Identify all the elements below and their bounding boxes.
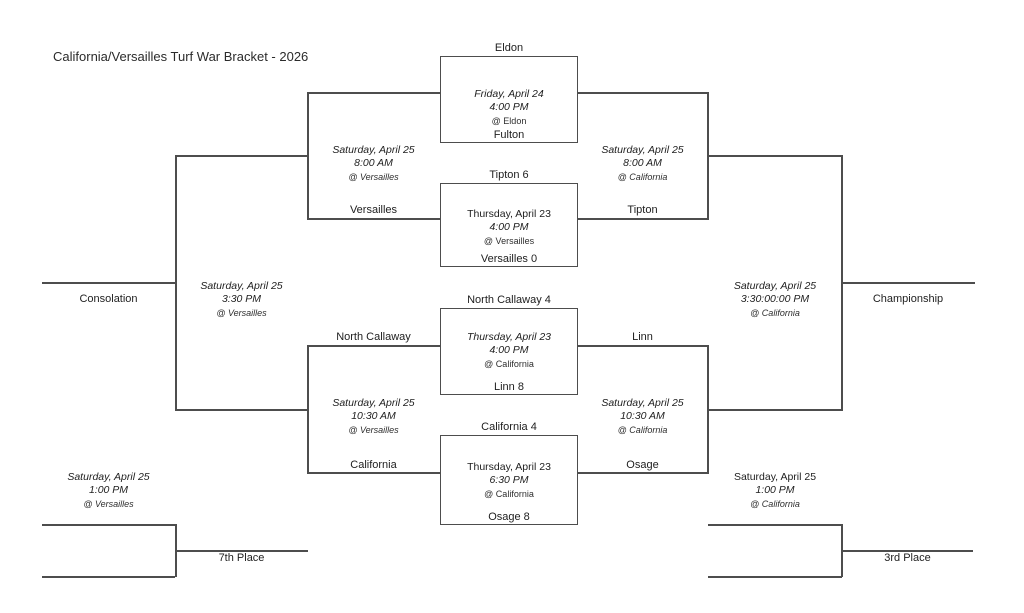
third-top-line <box>708 524 842 526</box>
left-lower-square-top <box>307 345 440 347</box>
game4-venue: @ California <box>484 489 534 499</box>
advancer-label-osage: Osage <box>626 459 659 471</box>
game-box-california-osage <box>440 435 578 525</box>
championship-final-time: 3:30:00:00 PM <box>740 293 810 305</box>
game2-date: Thursday, April 23 <box>467 208 551 220</box>
winners-semi-lower-venue: @ California <box>617 425 668 435</box>
team-label-linn-8: Linn 8 <box>494 381 524 393</box>
advancer-label-tipton: Tipton <box>627 204 658 216</box>
seventh-place-date: Saturday, April 25 <box>67 471 150 483</box>
winners-semi-lower-info: Saturday, April 25 10:30 AM @ California <box>576 397 709 436</box>
consolation-semi-upper-date: Saturday, April 25 <box>332 144 415 156</box>
consolation-final-venue: @ Versailles <box>216 308 267 318</box>
game-box-tipton-versailles <box>440 183 578 267</box>
consolation-semi-lower-venue: @ Versailles <box>348 425 399 435</box>
winners-semi-lower-time: 10:30 AM <box>620 410 665 422</box>
championship-label: Championship <box>872 293 944 305</box>
advancer-label-versailles: Versailles <box>349 204 398 216</box>
winners-semi-upper-time: 8:00 AM <box>623 157 662 169</box>
right-upper-square-top <box>576 92 709 94</box>
seventh-place-time: 1:00 PM <box>88 484 129 496</box>
third-output-line <box>841 550 973 552</box>
consolation-semi-lower-date: Saturday, April 25 <box>332 397 415 409</box>
game1-date: Friday, April 24 <box>474 88 544 100</box>
game4-time: 6:30 PM <box>489 474 529 486</box>
game1-time: 4:00 PM <box>489 101 529 113</box>
team-label-california-4: California 4 <box>481 421 537 433</box>
left-lower-square-side <box>307 345 309 473</box>
game3-date: Thursday, April 23 <box>466 331 552 343</box>
left-lower-square-bottom <box>307 472 440 474</box>
third-place-venue: @ California <box>750 499 800 509</box>
consolation-semi-upper-time: 8:00 AM <box>354 157 393 169</box>
team-label-tipton-6: Tipton 6 <box>489 169 529 181</box>
consolation-label: Consolation <box>79 293 138 305</box>
game1-venue: @ Eldon <box>491 116 527 126</box>
left-outer-vertical <box>175 155 177 411</box>
team-label-eldon: Eldon <box>494 42 524 54</box>
seventh-place-info: Saturday, April 25 1:00 PM @ Versailles <box>42 471 175 510</box>
right-upper-output-line <box>707 155 842 157</box>
consolation-final-info: Saturday, April 25 3:30 PM @ Versailles <box>175 280 308 319</box>
championship-final-venue: @ California <box>750 308 800 318</box>
game-box-northcallaway-linn <box>440 308 578 395</box>
third-place-info: Saturday, April 25 1:00 PM @ California <box>708 471 842 510</box>
game-box-eldon-fulton <box>440 56 578 143</box>
team-label-osage-8: Osage 8 <box>488 511 530 523</box>
right-upper-square-bottom <box>576 218 709 220</box>
advancer-label-california: California <box>350 459 397 471</box>
seventh-place-label: 7th Place <box>218 552 265 564</box>
game3-venue: @ California <box>484 359 534 369</box>
page-title: California/Versailles Turf War Bracket -… <box>53 49 309 64</box>
game2-info: Thursday, April 23 4:00 PM @ Versailles <box>440 208 578 247</box>
championship-final-info: Saturday, April 25 3:30:00:00 PM @ Calif… <box>708 280 842 319</box>
left-lower-output-line <box>175 409 307 411</box>
winners-semi-upper-info: Saturday, April 25 8:00 AM @ California <box>576 144 709 183</box>
left-upper-square-top <box>307 92 440 94</box>
team-label-north-callaway-4: North Callaway 4 <box>467 294 551 306</box>
third-place-label: 3rd Place <box>884 552 931 564</box>
right-lower-output-line <box>707 409 842 411</box>
championship-final-line <box>841 282 975 284</box>
seventh-bottom-line <box>42 576 175 578</box>
third-place-time: 1:00 PM <box>755 484 795 496</box>
seventh-top-line <box>42 524 175 526</box>
consolation-semi-lower-info: Saturday, April 25 10:30 AM @ Versailles <box>307 397 440 436</box>
team-label-fulton: Fulton <box>493 129 525 141</box>
consolation-final-date: Saturday, April 25 <box>200 280 283 292</box>
game1-info: Friday, April 24 4:00 PM @ Eldon <box>440 88 578 127</box>
advancer-label-linn: Linn <box>632 331 653 343</box>
third-bottom-line <box>708 576 842 578</box>
right-lower-square-top <box>576 345 709 347</box>
consolation-semi-upper-venue: @ Versailles <box>348 172 399 182</box>
game2-venue: @ Versailles <box>483 236 535 246</box>
team-label-versailles-0: Versailles 0 <box>480 253 538 265</box>
third-place-date: Saturday, April 25 <box>733 471 817 483</box>
consolation-final-line <box>42 282 175 284</box>
advancer-label-north-callaway: North Callaway <box>336 331 411 343</box>
game3-info: Thursday, April 23 4:00 PM @ California <box>440 331 578 370</box>
consolation-semi-lower-time: 10:30 AM <box>351 410 396 422</box>
game4-date: Thursday, April 23 <box>467 461 551 473</box>
championship-final-date: Saturday, April 25 <box>733 280 817 292</box>
game3-time: 4:00 PM <box>489 344 529 356</box>
consolation-semi-upper-info: Saturday, April 25 8:00 AM @ Versailles <box>307 144 440 183</box>
winners-semi-upper-date: Saturday, April 25 <box>601 144 684 156</box>
right-lower-square-bottom <box>576 472 709 474</box>
left-upper-square-side <box>307 92 309 219</box>
seventh-output-line <box>175 550 308 552</box>
consolation-final-time: 3:30 PM <box>221 293 262 305</box>
game4-info: Thursday, April 23 6:30 PM @ California <box>440 461 578 500</box>
left-upper-output-line <box>175 155 307 157</box>
game2-time: 4:00 PM <box>489 221 529 233</box>
winners-semi-upper-venue: @ California <box>617 172 668 182</box>
seventh-place-venue: @ Versailles <box>83 499 134 509</box>
winners-semi-lower-date: Saturday, April 25 <box>601 397 684 409</box>
left-upper-square-bottom <box>307 218 440 220</box>
